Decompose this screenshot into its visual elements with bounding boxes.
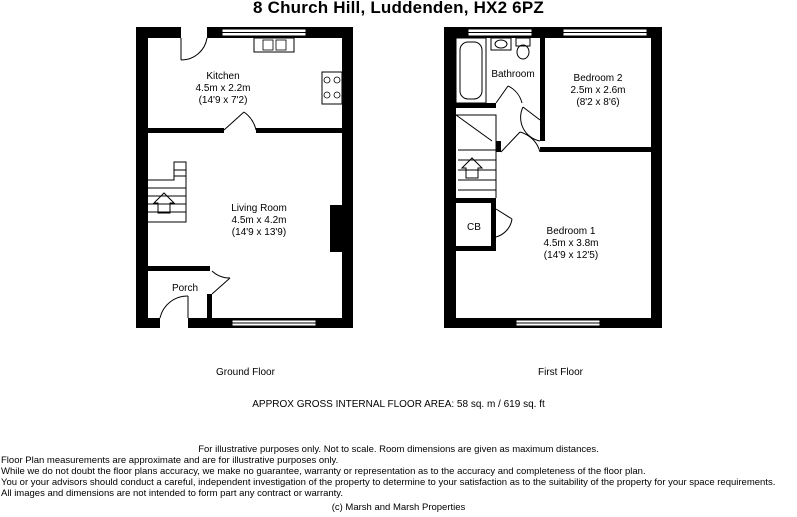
bathroom-name: Bathroom (491, 69, 534, 80)
bedroom1-imperial: (14'9 x 12'5) (544, 250, 598, 261)
copyright: (c) Marsh and Marsh Properties (331, 502, 466, 513)
disclaimer-line-5: All images and dimensions are not intend… (1, 488, 343, 499)
disclaimer-line-2: Floor Plan measurements are approximate … (1, 455, 339, 466)
bedroom1-metric: 4.5m x 3.8m (543, 238, 598, 249)
first-east-wall (651, 27, 662, 328)
bedroom1-label: Bedroom 1 4.5m x 3.8m (14'9 x 12'5) (543, 226, 598, 261)
ground-west-wall (136, 27, 148, 328)
basin-icon (490, 37, 512, 51)
first-floor-label: First Floor (538, 367, 583, 378)
porch-east-wall (207, 294, 212, 318)
porch-north-wall (148, 266, 210, 271)
kitchen-counter (253, 37, 295, 53)
bedroom2-label: Bedroom 2 2.5m x 2.6m (8'2 x 8'6) (570, 73, 625, 108)
kitchen-metric: 4.5m x 2.2m (195, 83, 250, 94)
stairs-up-arrow-icon (460, 157, 484, 179)
bedroom2-imperial: (8'2 x 8'6) (576, 97, 619, 108)
kitchen-door-swing (243, 111, 257, 131)
ground-floor-label: Ground Floor (216, 367, 275, 378)
bathroom-bedroom2-wall (540, 38, 545, 141)
kitchen-door-leaf (223, 111, 245, 131)
bath-icon (455, 37, 487, 104)
disclaimer-line-1: For illustrative purposes only. Not to s… (198, 444, 599, 455)
bedroom1-name: Bedroom 1 (547, 226, 596, 237)
porch-door-leaf (211, 277, 231, 295)
ground-south-wall-left (136, 318, 160, 328)
disclaimer-line-3: While we do not doubt the floor plans ac… (1, 466, 646, 477)
kitchen-living-wall-right (256, 128, 342, 133)
ground-floor-plan (136, 27, 353, 328)
kitchen-living-wall-left (148, 128, 224, 133)
ground-east-wall (342, 27, 353, 328)
cb-door-leaf (495, 208, 513, 220)
porch-name: Porch (172, 283, 198, 294)
first-north-wall (444, 27, 662, 38)
chimney-breast (330, 205, 342, 252)
kitchen-label: Kitchen 4.5m x 2.2m (14'9 x 7'2) (195, 71, 250, 106)
plan-title: 8 Church Hill, Luddenden, HX2 6PZ (253, 0, 544, 17)
kitchen-imperial: (14'9 x 7'2) (199, 95, 248, 106)
disclaimer-line-4: You or your advisors should conduct a ca… (1, 477, 776, 488)
bedroom2-south-wall (540, 147, 651, 152)
first-stairs (455, 114, 497, 198)
living-imperial: (14'9 x 13'9) (232, 227, 286, 238)
bedroom2-name: Bedroom 2 (574, 73, 623, 84)
cb-name: CB (467, 222, 481, 233)
bathroom-door-leaf (495, 85, 509, 104)
bedroom2-door-leaf (522, 106, 541, 121)
landing-south-wall (456, 198, 496, 203)
stairs-up-arrow-icon (152, 192, 176, 214)
cb-south-wall (456, 246, 496, 251)
bathroom-south-wall (456, 103, 496, 108)
hob-ring-icon (323, 76, 331, 84)
front-door-swing (159, 295, 189, 319)
kitchen-name: Kitchen (206, 71, 239, 82)
back-door-swing (180, 37, 208, 61)
cb-east-wall (491, 203, 496, 251)
ground-north-wall-left (136, 27, 181, 38)
first-west-wall (444, 27, 456, 328)
kitchen-hob (321, 71, 343, 105)
living-metric: 4.5m x 4.2m (231, 215, 286, 226)
bedroom1-door-leaf (500, 131, 521, 153)
living-name: Living Room (231, 203, 287, 214)
floor-area-summary: APPROX GROSS INTERNAL FLOOR AREA: 58 sq.… (252, 399, 545, 410)
living-room-label: Living Room 4.5m x 4.2m (14'9 x 13'9) (231, 203, 287, 238)
wc-icon (515, 37, 531, 47)
sink-icon (262, 39, 274, 51)
ground-stairs (148, 161, 187, 223)
bedroom2-metric: 2.5m x 2.6m (570, 85, 625, 96)
